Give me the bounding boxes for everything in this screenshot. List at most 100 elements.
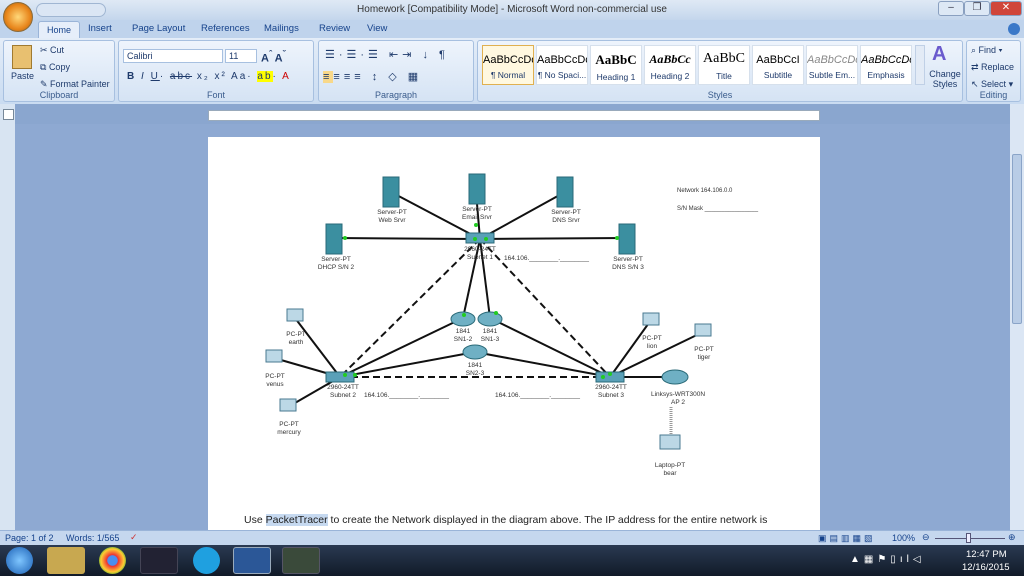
paste-icon	[12, 45, 32, 69]
label: DNS Srvr	[552, 217, 580, 224]
align-buttons[interactable]: ≡≡≡≡ ↕ ◇ ▦	[323, 71, 423, 83]
steam-taskbar-icon[interactable]	[140, 547, 178, 574]
tab-selector[interactable]	[3, 109, 14, 120]
maximize-button[interactable]: ❐	[964, 1, 990, 16]
replace-button[interactable]: ⇄ Replace	[971, 62, 1015, 72]
help-icon[interactable]	[1008, 23, 1020, 35]
explorer-taskbar-icon[interactable]	[47, 547, 85, 574]
copy-button[interactable]: ⧉ Copy	[40, 62, 70, 73]
link	[489, 317, 611, 378]
server-icon[interactable]	[618, 223, 636, 255]
router-icon[interactable]	[450, 311, 476, 327]
proofing-icon[interactable]: ✓	[130, 532, 138, 542]
packet-tracer-taskbar-icon[interactable]	[282, 547, 320, 574]
label: SN1-2	[454, 336, 473, 343]
tab-mailings[interactable]: Mailings	[264, 23, 299, 34]
view-buttons[interactable]: ▣▤▥▦▧	[818, 533, 876, 543]
tab-home[interactable]: Home	[38, 21, 80, 39]
label: PC-PT	[642, 335, 662, 342]
format-buttons[interactable]: B I U· abc x₂ x² Aa· ab· A	[127, 71, 291, 82]
minimize-button[interactable]: –	[938, 1, 964, 16]
label: Subnet 3	[598, 392, 624, 399]
word-count[interactable]: Words: 1/565	[66, 533, 120, 543]
format-painter-button[interactable]: ✎ Format Painter	[40, 79, 110, 90]
body-paragraph[interactable]: Use PacketTracer to create the Network d…	[244, 514, 767, 526]
zoom-in-button[interactable]: ⊕	[1008, 532, 1016, 542]
switch-icon[interactable]	[465, 232, 495, 244]
pc-icon[interactable]	[265, 349, 283, 363]
pc-icon[interactable]	[694, 323, 712, 337]
link	[339, 238, 481, 378]
scrollbar-thumb[interactable]	[1012, 154, 1022, 324]
vertical-ruler	[0, 104, 15, 530]
system-tray-icons[interactable]: ▲▦⚑▯ıl◁	[850, 554, 925, 565]
tab-page-layout[interactable]: Page Layout	[132, 23, 186, 34]
router-icon[interactable]	[477, 311, 503, 327]
laptop-icon[interactable]	[659, 434, 681, 450]
styles-scrollbar[interactable]	[915, 45, 925, 85]
label: venus	[266, 381, 284, 388]
link	[609, 331, 704, 378]
server-icon[interactable]	[382, 176, 400, 208]
label: Server-PT	[613, 256, 643, 263]
style-name: Subtle Em...	[808, 70, 856, 80]
pc-icon[interactable]	[642, 312, 660, 326]
find-button[interactable]: ⌕ Find ▾	[971, 45, 1003, 55]
select-button[interactable]: ↖ Select ▾	[971, 79, 1014, 89]
pc-icon[interactable]	[279, 398, 297, 412]
zoom-out-button[interactable]: ⊖	[922, 532, 930, 542]
zoom-slider-thumb[interactable]	[966, 533, 971, 543]
style-no-spacing[interactable]: AaBbCcDc¶ No Spaci...	[536, 45, 588, 85]
server-icon[interactable]	[325, 223, 343, 255]
text: Use	[244, 514, 266, 526]
paste-button[interactable]: Paste	[11, 71, 35, 81]
switch-icon[interactable]	[325, 371, 355, 383]
style-normal[interactable]: AaBbCcDc¶ Normal	[482, 45, 534, 85]
quick-access-toolbar[interactable]	[36, 3, 106, 17]
tab-insert[interactable]: Insert	[88, 23, 112, 34]
clock-date[interactable]: 12/16/2015	[962, 562, 1010, 573]
clock-time[interactable]: 12:47 PM	[966, 549, 1007, 560]
office-button[interactable]	[3, 2, 33, 32]
server-icon[interactable]	[468, 173, 486, 205]
wireless-router-icon[interactable]	[661, 369, 689, 385]
font-size-select[interactable]: 11	[225, 49, 257, 63]
server-icon[interactable]	[556, 176, 574, 208]
skype-taskbar-icon[interactable]	[193, 547, 220, 574]
grow-font-button[interactable]: Aˆ Aˇ	[261, 49, 286, 65]
tab-view[interactable]: View	[367, 23, 388, 34]
router-icon[interactable]	[462, 344, 488, 360]
list-buttons[interactable]: ☰·☰·☰ ⇤⇥ ↓ ¶	[325, 49, 449, 61]
link-lights	[343, 223, 619, 379]
font-name-select[interactable]: Calibri	[123, 49, 223, 63]
text: to create the Network displayed in the d…	[327, 514, 768, 526]
label: bear	[663, 470, 677, 477]
highlighted-word[interactable]: PacketTracer	[265, 514, 328, 526]
close-button[interactable]: ✕	[990, 1, 1022, 16]
subnet-1-ip: 164.106.________.________	[504, 255, 589, 262]
copy-icon: ⧉	[40, 62, 49, 72]
page-count[interactable]: Page: 1 of 2	[5, 533, 54, 543]
label: Linksys-WRT300N	[651, 391, 705, 398]
zoom-level[interactable]: 100%	[892, 533, 916, 543]
word-taskbar-icon[interactable]	[233, 547, 271, 574]
cut-button[interactable]: ✂ Cut	[40, 45, 64, 56]
pc-icon[interactable]	[286, 308, 304, 322]
tab-review[interactable]: Review	[319, 23, 351, 34]
horizontal-ruler[interactable]	[208, 110, 820, 121]
style-preview: AaBbCcDc	[861, 54, 911, 66]
vertical-scrollbar[interactable]	[1010, 104, 1024, 530]
chrome-taskbar-icon[interactable]	[99, 547, 126, 574]
tab-references[interactable]: References	[201, 23, 250, 34]
label: 2960-24TT	[327, 384, 359, 391]
change-styles-button[interactable]: Change Styles	[929, 69, 961, 89]
start-button[interactable]	[6, 547, 33, 574]
